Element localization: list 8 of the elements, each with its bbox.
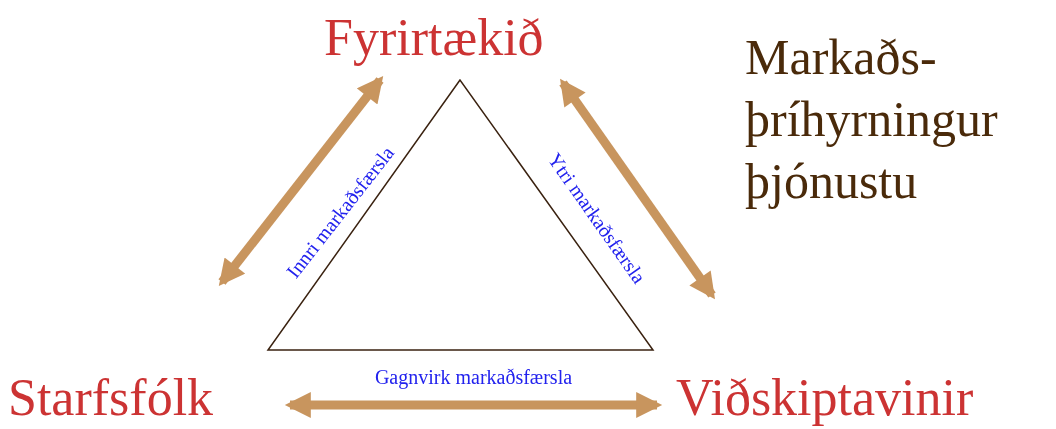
edge-label: Gagnvirk markaðsfærsla — [374, 367, 573, 387]
node-label: Starfsfólk — [4, 366, 218, 429]
node-label: Viðskiptavinir — [672, 366, 978, 429]
title: Markaðs- þríhyrningur þjónustu — [745, 28, 999, 211]
double-arrow — [284, 392, 663, 418]
double-arrow — [218, 75, 384, 287]
node-label: Fyrirtækið — [320, 6, 548, 70]
double-arrow — [559, 78, 716, 300]
